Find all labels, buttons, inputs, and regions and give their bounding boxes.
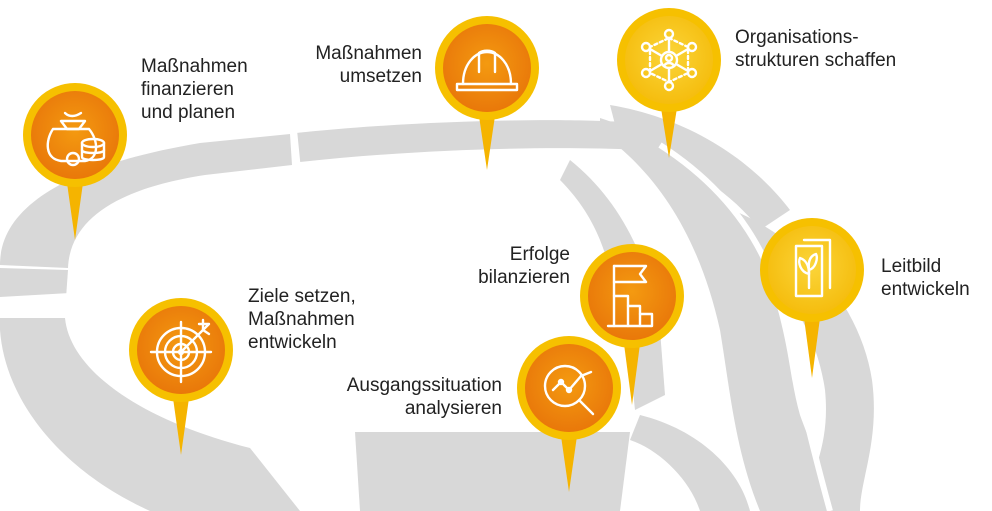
road-segment-left-stub	[0, 268, 68, 298]
pin-face	[443, 24, 531, 112]
document-leaf-icon	[794, 238, 832, 298]
pin-tail	[479, 116, 495, 170]
label-ausgang: Ausgangssituation analysieren	[346, 375, 502, 419]
pin-finanzieren	[23, 83, 127, 240]
road-segment-top	[296, 120, 640, 162]
network-people-icon	[640, 28, 698, 92]
pin-ausgang	[517, 336, 621, 492]
road-segment-left	[0, 134, 292, 268]
pin-face	[768, 226, 856, 314]
pins	[23, 8, 864, 492]
label-umsetzen: Maßnahmen umsetzen	[315, 43, 422, 87]
label-organisation: Organisations- strukturen schaffen	[735, 27, 897, 71]
pin-tail	[661, 108, 677, 158]
label-erfolge: Erfolge bilanzieren	[478, 244, 570, 288]
pin-tail	[561, 436, 577, 492]
hard-hat-icon	[455, 49, 519, 92]
pin-umsetzen	[435, 16, 539, 170]
road-segment-right-top	[610, 105, 790, 230]
magnifier-chart-icon	[543, 364, 595, 416]
target-arrow-icon	[149, 318, 213, 384]
road-segment-right-outer	[695, 200, 874, 511]
flag-podium-icon	[606, 264, 654, 328]
label-finanzieren: Maßnahmen finanzieren und planen	[141, 56, 248, 123]
pin-tail	[67, 183, 83, 240]
road-segment-bottom-right	[630, 415, 750, 511]
road-dividers	[0, 129, 833, 511]
label-leitbild: Leitbild entwickeln	[881, 256, 970, 300]
pin-tail	[804, 318, 820, 378]
label-ziele: Ziele setzen, Maßnahmen entwickeln	[248, 286, 356, 353]
pin-leitbild	[760, 218, 864, 378]
pin-organisation	[617, 8, 721, 158]
road-segment-right-inner	[600, 118, 840, 511]
pin-tail	[173, 398, 189, 455]
pin-tail	[624, 344, 640, 405]
road-segment-left-bottom	[0, 318, 300, 511]
pin-ziele	[129, 298, 233, 455]
road	[0, 105, 874, 511]
pin-face	[588, 252, 676, 340]
money-bag-coins-icon	[46, 111, 106, 167]
road-segment-bottom	[355, 432, 630, 511]
pin-erfolge	[580, 244, 684, 405]
